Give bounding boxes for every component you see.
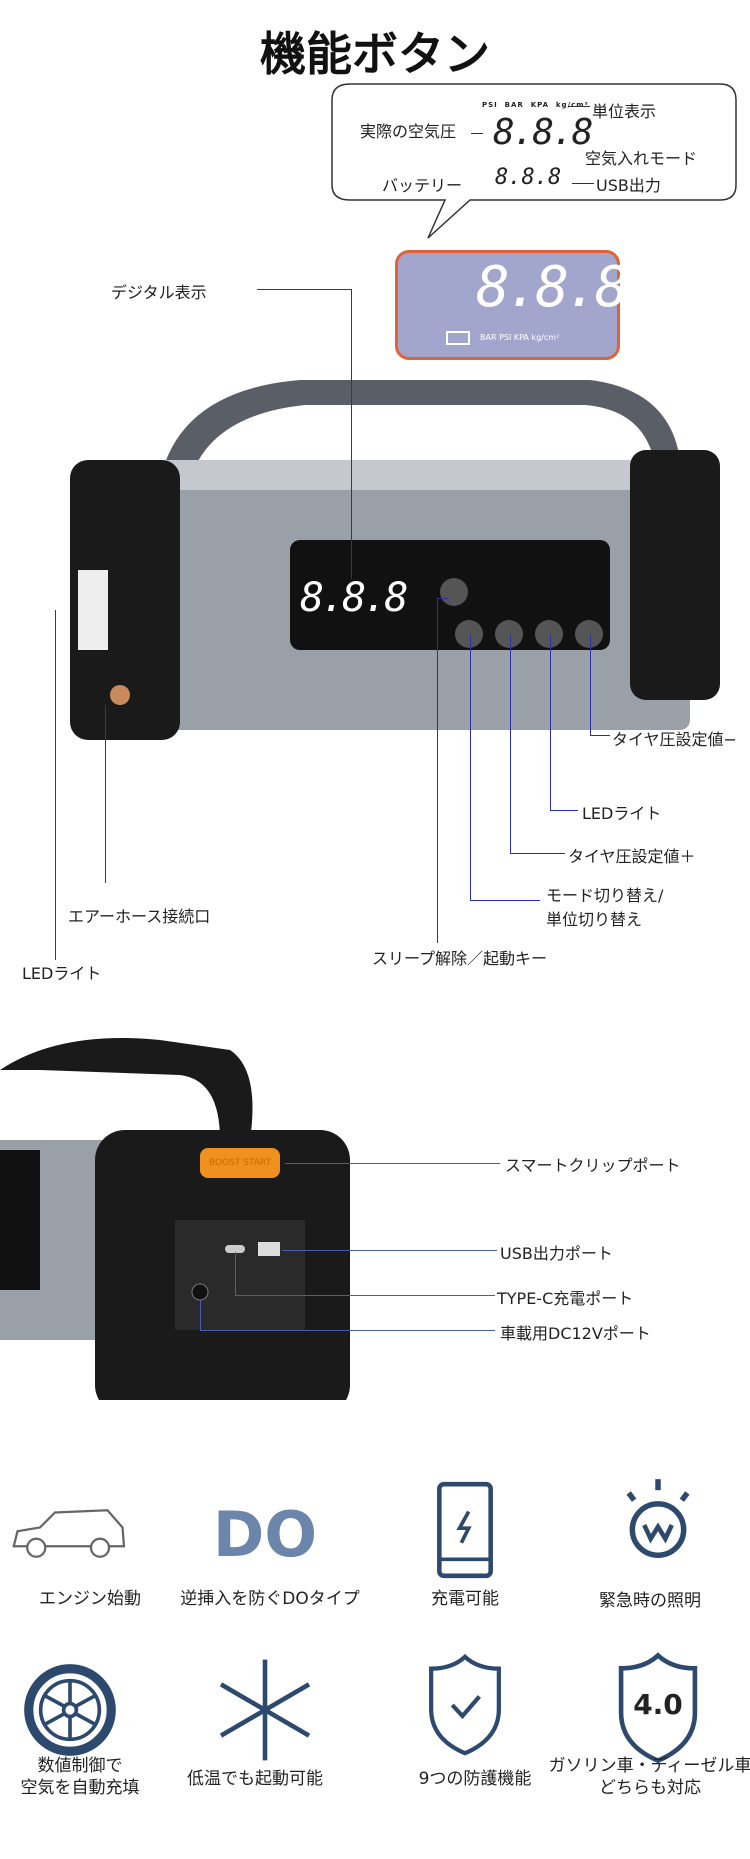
light-bulb-icon: [626, 1479, 690, 1558]
do-icon: DO: [212, 1498, 318, 1571]
bubble-small-digits: 8.8.8: [495, 165, 562, 190]
label-dc12v: 車載用DC12Vポート: [500, 1324, 651, 1343]
label-usb-port: USB出力ポート: [500, 1244, 613, 1263]
car-icon: [12, 1509, 126, 1558]
feature-label: 充電可能: [431, 1589, 499, 1609]
bubble-digits: 8.8.8: [493, 112, 593, 153]
minus-button[interactable]: [575, 620, 603, 648]
feature-label: 低温でも起動可能: [187, 1769, 323, 1789]
label-usb-output: USB出力: [596, 176, 661, 195]
lcd-legend-bubble: [331, 83, 737, 239]
feature-label: 逆挿入を防ぐDOタイプ: [180, 1589, 360, 1609]
feature-label: 9つの防護機能: [418, 1769, 532, 1789]
label-typec: TYPE-C充電ポート: [497, 1289, 634, 1308]
feature-label: エンジン始動: [39, 1589, 141, 1609]
label-tire-plus: タイヤ圧設定値＋: [568, 847, 696, 866]
shield-40-icon: 4.0: [598, 1648, 718, 1764]
shield-check-icon: [429, 1653, 501, 1756]
label-tire-minus: タイヤ圧設定値−: [612, 730, 737, 749]
label-smart-clip: スマートクリップポート: [505, 1156, 681, 1175]
device-side-image: [0, 1038, 350, 1400]
label-inflate-mode: 空気入れモード: [585, 149, 698, 168]
plus-button[interactable]: [495, 620, 523, 648]
led-button[interactable]: [535, 620, 563, 648]
power-button[interactable]: [440, 578, 468, 606]
label-sleep-start: スリープ解除／起動キー: [372, 949, 548, 968]
boost-start-button[interactable]: BOOST START: [200, 1148, 280, 1178]
label-led-button: LEDライト: [582, 804, 662, 823]
feature-label: ガソリン車・ディーゼル車どちらも対応: [548, 1756, 750, 1798]
page-title: 機能ボタン: [260, 27, 490, 81]
feature-label: 緊急時の照明: [599, 1591, 701, 1611]
label-led-light: LEDライト: [22, 964, 102, 983]
label-actual-pressure: 実際の空気圧: [360, 122, 457, 141]
unit-list: PSI BAR KPA kg/cm²: [482, 101, 589, 109]
device-lcd-digits: 8.8.8: [300, 575, 408, 621]
lcd-closeup: 8.8.8 BAR PSI KPA kg/cm²: [395, 250, 629, 360]
battery-icon: [446, 331, 470, 345]
label-mode-switch: モード切り替え/単位切り替え: [546, 886, 664, 929]
power-bank-icon: [437, 1481, 493, 1579]
label-air-hose: エアーホース接続口: [68, 907, 211, 926]
snowflake-icon: [219, 1659, 311, 1761]
label-unit-display: 単位表示: [592, 102, 657, 121]
label-battery: バッテリー: [382, 176, 463, 195]
label-digital-display: デジタル表示: [111, 283, 207, 302]
feature-label: 数値制御で空気を自動充填: [20, 1756, 140, 1798]
mode-button[interactable]: [455, 620, 483, 648]
device-front-image: [70, 380, 720, 740]
lcd-digits: 8.8.8: [476, 255, 629, 320]
tire-icon: [24, 1664, 116, 1756]
lcd-units: BAR PSI KPA kg/cm²: [480, 333, 560, 342]
